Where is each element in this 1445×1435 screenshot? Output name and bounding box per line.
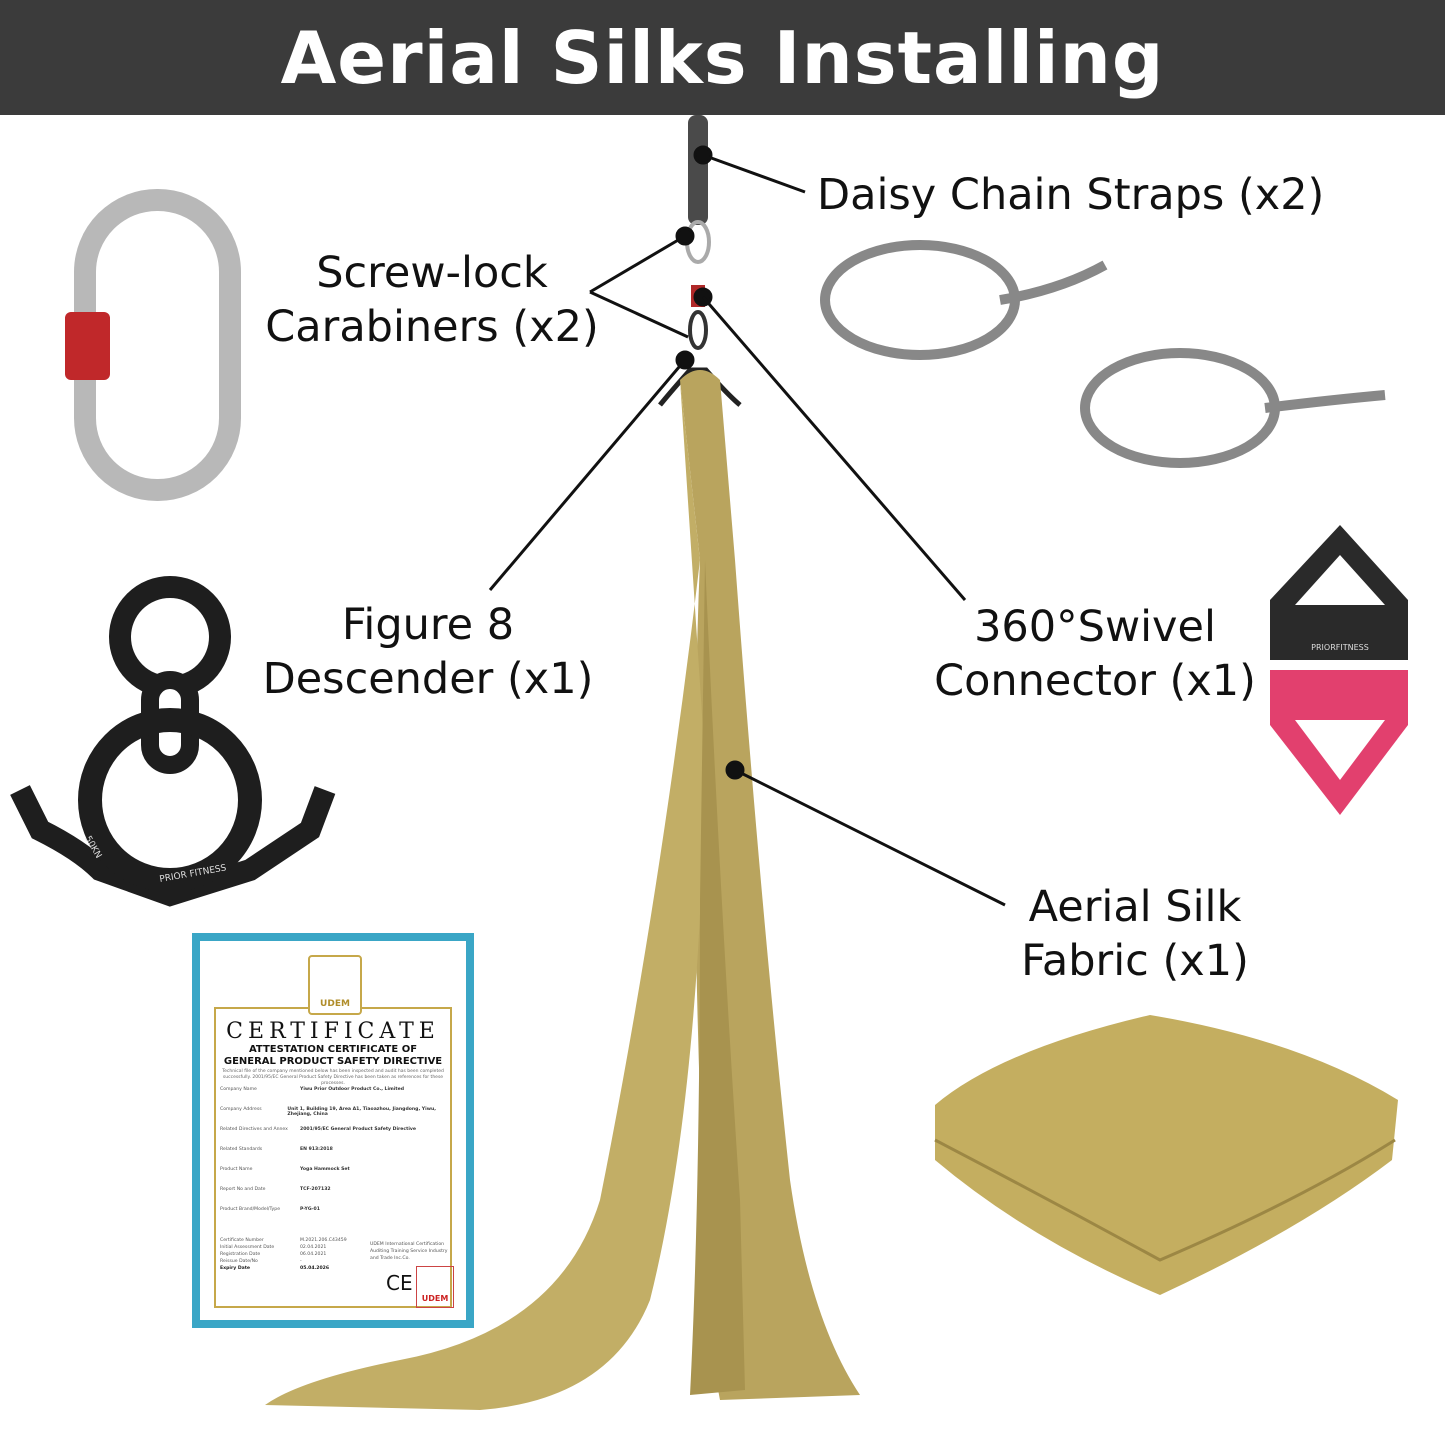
carabiner-bottom — [688, 310, 708, 350]
udem-logo: UDEM — [308, 955, 362, 1015]
label-line: 360°Swivel — [974, 602, 1216, 652]
swivel-connector-product: PRIORFITNESS — [1270, 525, 1408, 815]
label-swivel-connector: 360°Swivel Connector (x1) — [925, 600, 1265, 708]
certificate-image: UDEM CERTIFICATE ATTESTATION CERTIFICATE… — [192, 933, 474, 1328]
label-aerial-silk-fabric: Aerial Silk Fabric (x1) — [1000, 880, 1270, 988]
label-line: Fabric (x1) — [1021, 936, 1249, 986]
daisy-chain-straps — [820, 240, 1386, 468]
certificate-subheading: ATTESTATION CERTIFICATE OF GENERAL PRODU… — [200, 1044, 466, 1068]
label-screw-lock-carabiners: Screw-lock Carabiners (x2) — [262, 246, 602, 354]
label-line: Aerial Silk — [1028, 882, 1242, 932]
folded-silk-fabric — [935, 1015, 1398, 1295]
screw-lock-sleeve — [65, 312, 110, 380]
svg-text:PRIORFITNESS: PRIORFITNESS — [1311, 643, 1369, 652]
aerial-silk-fabric — [265, 370, 860, 1410]
carabiner-product — [65, 189, 241, 501]
daisy-chain-strap-hanging — [688, 115, 708, 225]
leader-lines — [488, 145, 1006, 907]
page-title: Aerial Silks Installing — [280, 15, 1165, 100]
ce-mark: CE — [386, 1271, 413, 1295]
certificate-issuer: UDEM International Certification Auditin… — [370, 1242, 448, 1261]
figure8-hung — [658, 367, 742, 407]
label-figure8-descender: Figure 8 Descender (x1) — [258, 598, 598, 706]
label-line: Carabiners (x2) — [265, 302, 599, 352]
label-daisy-chain-straps: Daisy Chain Straps (x2) — [817, 170, 1325, 220]
label-line: Descender (x1) — [262, 654, 594, 704]
subheading-line: GENERAL PRODUCT SAFETY DIRECTIVE — [223, 1056, 443, 1067]
label-line: Figure 8 — [341, 600, 515, 650]
label-line: Screw-lock — [316, 248, 548, 298]
subheading-line: ATTESTATION CERTIFICATE OF — [248, 1044, 418, 1055]
figure8-descender-product: PRIOR FITNESS 50KN — [10, 576, 336, 907]
certificate-intro: Technical file of the company mentioned … — [222, 1069, 444, 1086]
label-line: Connector (x1) — [934, 656, 1256, 706]
certificate-heading: CERTIFICATE — [226, 1019, 440, 1044]
header-banner: Aerial Silks Installing — [0, 0, 1445, 115]
udem-stamp: UDEM — [416, 1266, 454, 1308]
